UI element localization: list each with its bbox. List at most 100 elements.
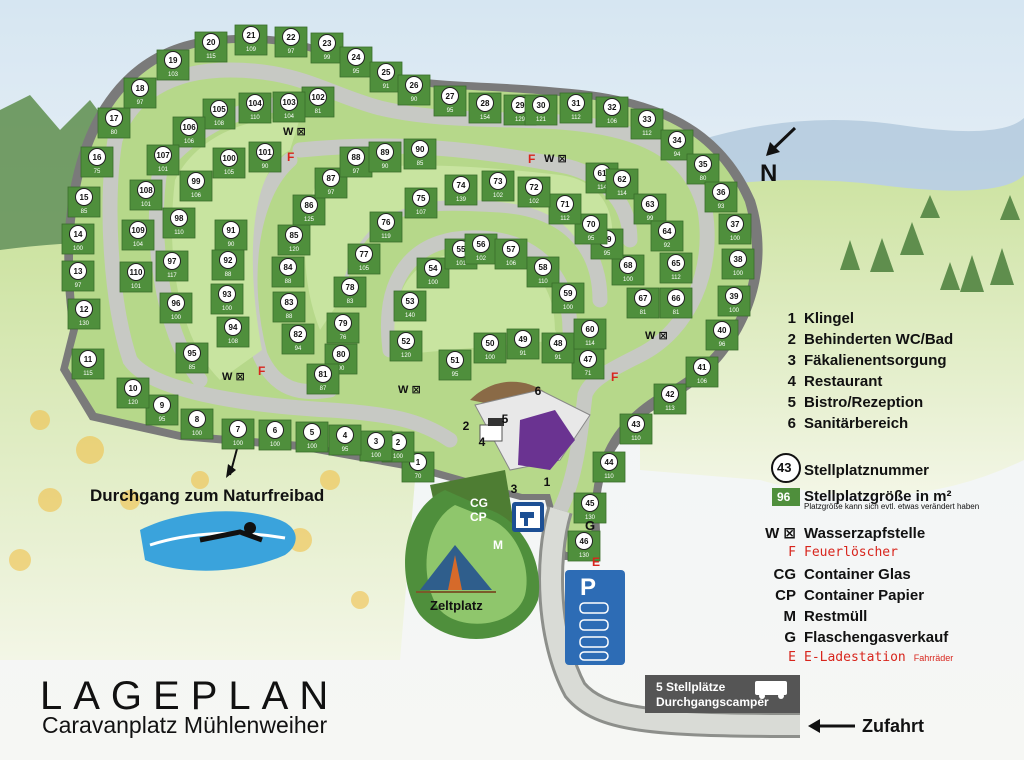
pitch-size: 139 <box>456 197 467 203</box>
parking-car-icons <box>579 602 609 661</box>
pitch-plot <box>258 419 292 451</box>
pitch-number: 55 <box>457 245 466 254</box>
pitch-number: 88 <box>352 153 361 162</box>
pitch-size: 102 <box>493 193 504 199</box>
pitch-size: 100 <box>192 431 203 437</box>
pitch-number-badge <box>246 94 264 112</box>
pitch-size: 80 <box>111 130 118 136</box>
pitch-number: 62 <box>618 175 627 184</box>
legend-pitch-number-swatch <box>771 453 801 483</box>
pitch-number-badge <box>713 321 731 339</box>
pitch-number-badge <box>210 100 228 118</box>
dump-station-sign <box>512 502 544 532</box>
pitch-size: 154 <box>480 115 491 121</box>
pitch-size: 100 <box>233 441 244 447</box>
pitch-number: 84 <box>284 263 293 272</box>
legend-water: W ⊠Wasserzapfstelle <box>765 525 926 542</box>
pitch-size: 100 <box>729 308 740 314</box>
pitch-number-badge <box>187 172 205 190</box>
pitch-size: 100 <box>171 315 182 321</box>
pitch-number-badge <box>69 225 87 243</box>
pitch-number: 41 <box>698 363 707 372</box>
pitch-size: 100 <box>270 442 281 448</box>
pitch-number-badge <box>341 278 359 296</box>
pitch-number-badge <box>220 149 238 167</box>
pitch-size: 95 <box>447 108 454 114</box>
pitch-number: 48 <box>554 339 563 348</box>
fire-extinguisher-marker: F <box>258 364 266 378</box>
pitch-size: 91 <box>383 84 390 90</box>
pitch-number: 61 <box>598 169 607 178</box>
facility-number: 3 <box>511 482 518 496</box>
pitch-size: 95 <box>353 69 360 75</box>
pitch-number: 35 <box>699 160 708 169</box>
pitch-size: 97 <box>137 100 144 106</box>
pitch-number-badge <box>164 51 182 69</box>
pitch-size: 106 <box>506 261 517 267</box>
pitch-number: 26 <box>410 81 419 90</box>
pitch-size: 114 <box>585 341 595 347</box>
pitch-number: 98 <box>175 214 184 223</box>
pitch-size: 95 <box>588 236 595 242</box>
pitch-number: 10 <box>129 384 138 393</box>
pitch-number: 76 <box>382 218 391 227</box>
pitch-size: 112 <box>571 115 581 121</box>
pitch-number: 56 <box>477 240 486 249</box>
pitch-size: 110 <box>604 474 614 480</box>
forest-right <box>840 195 1020 292</box>
legend-pitch-size-note: Platzgröße kann sich evtl. etwas verände… <box>804 502 980 511</box>
pitch-number: 5 <box>310 428 315 437</box>
pitch: 495 <box>328 424 362 456</box>
facility-number: 2 <box>463 419 470 433</box>
pitch-number-badge <box>441 87 459 105</box>
pitch-number: 89 <box>381 148 390 157</box>
pitch-size: 90 <box>338 366 345 372</box>
pitch-number-badge <box>202 33 220 51</box>
legend-pitch-size-swatch <box>772 488 800 506</box>
pitch-size: 103 <box>168 72 179 78</box>
pitch-number-badge <box>336 426 354 444</box>
pitch-number-badge <box>183 344 201 362</box>
pitch-number: 44 <box>605 458 614 467</box>
pitch-size: 102 <box>476 256 487 262</box>
water-point-marker: W ⊠ <box>283 126 306 138</box>
camper-label-line1: 5 Stellplätze <box>656 680 726 694</box>
pitch-number-badge <box>667 289 685 307</box>
pitch-size: 130 <box>585 515 596 521</box>
pitch-number: 38 <box>734 255 743 264</box>
pitch-number-badge <box>154 146 172 164</box>
pitch-size: 109 <box>246 47 257 53</box>
pitch-number-badge <box>411 140 429 158</box>
pitch-number-badge <box>376 143 394 161</box>
pitch-number: 95 <box>188 349 197 358</box>
pitch-size: 110 <box>174 230 184 236</box>
pitch-number: 17 <box>110 114 119 123</box>
pitch-number: 90 <box>416 145 425 154</box>
